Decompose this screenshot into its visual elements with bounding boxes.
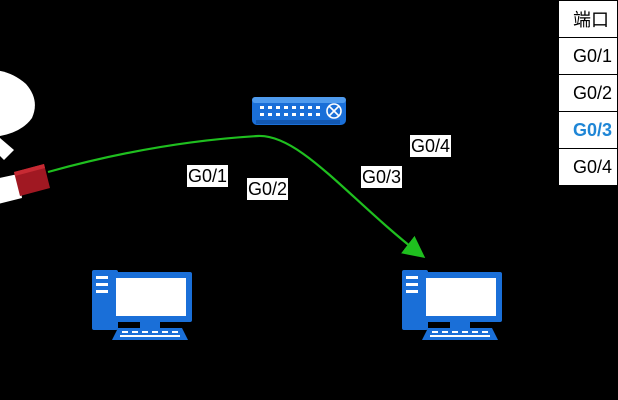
- table-header-port: 端口: [558, 0, 618, 38]
- port-table-wrapper: 端口 G0/1 G0/2 G0/3 G0/4: [558, 0, 618, 186]
- desktop-computer-icon-left: [92, 270, 192, 340]
- table-cell-port: G0/2: [558, 74, 618, 112]
- table-row: G0/1: [558, 37, 618, 75]
- port-table: 端口 G0/1 G0/2 G0/3 G0/4: [558, 0, 618, 186]
- table-row-highlighted: G0/3: [558, 111, 618, 149]
- table-cell-port-highlighted: G0/3: [558, 111, 618, 149]
- table-row: G0/2: [558, 74, 618, 112]
- flow-arrow: [47, 134, 426, 259]
- network-cable-icon: [0, 164, 50, 204]
- table-header-row: 端口: [558, 0, 618, 38]
- table-row: G0/4: [558, 148, 618, 186]
- desktop-computer-icon-right: [402, 270, 502, 340]
- link-label-g01: G0/1: [187, 165, 229, 187]
- link-label-g02: G0/2: [247, 178, 289, 200]
- network-switch-icon: [252, 97, 346, 125]
- table-cell-port: G0/4: [558, 148, 618, 186]
- link-label-g03: G0/3: [361, 166, 403, 188]
- table-cell-port: G0/1: [558, 37, 618, 75]
- network-diagram: G0/1 G0/2 G0/3 G0/4 端口 G0/1 G0/2 G0/3 G0…: [0, 0, 618, 340]
- speech-bubble-icon: [0, 70, 35, 160]
- link-label-g04: G0/4: [410, 135, 452, 157]
